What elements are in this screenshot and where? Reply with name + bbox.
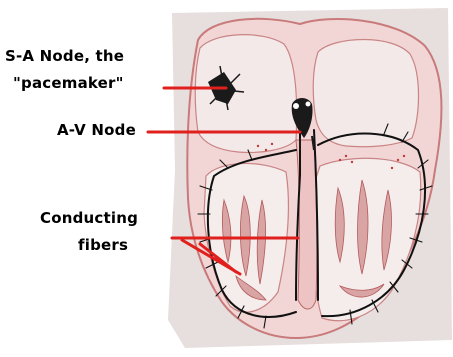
- left-atrium: [313, 40, 418, 147]
- sa-node-label-line1: S-A Node, the: [5, 47, 124, 66]
- av-node-label: A-V Node: [57, 121, 136, 140]
- right-atrium: [195, 35, 296, 153]
- sa-node-label-line2: "pacemaker": [13, 74, 124, 93]
- conducting-fibers-label-line1: Conducting: [40, 209, 138, 228]
- conducting-fibers-label-line2: fibers: [78, 236, 128, 255]
